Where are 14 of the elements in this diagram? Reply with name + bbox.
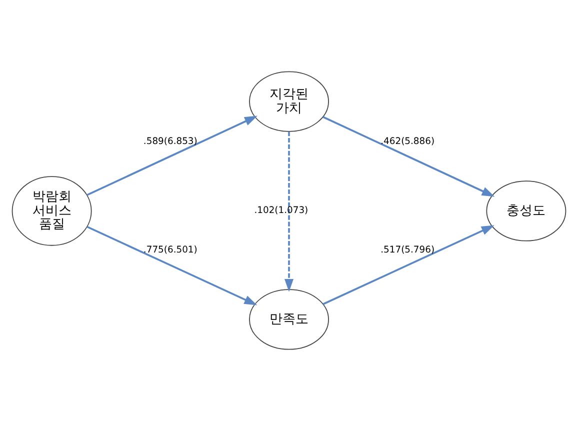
edge-label: .102(1.073) <box>254 204 308 216</box>
arrow <box>322 225 494 305</box>
arrow <box>86 226 258 306</box>
node-ellipse: 충성도 <box>486 180 566 242</box>
edge-label: .462(5.886) <box>380 136 435 147</box>
node-ellipse: 지각된 가치 <box>249 71 329 132</box>
edge-label: .775(6.501) <box>143 244 198 256</box>
node-ellipse: 박람회 서비스 품질 <box>12 176 92 246</box>
arrow <box>86 116 258 196</box>
arrow <box>322 116 495 197</box>
edge-label: .589(6.853) <box>143 136 198 147</box>
node-ellipse: 만족도 <box>249 289 329 350</box>
edge-label: .517(5.796) <box>380 244 435 256</box>
arrow <box>284 132 294 292</box>
